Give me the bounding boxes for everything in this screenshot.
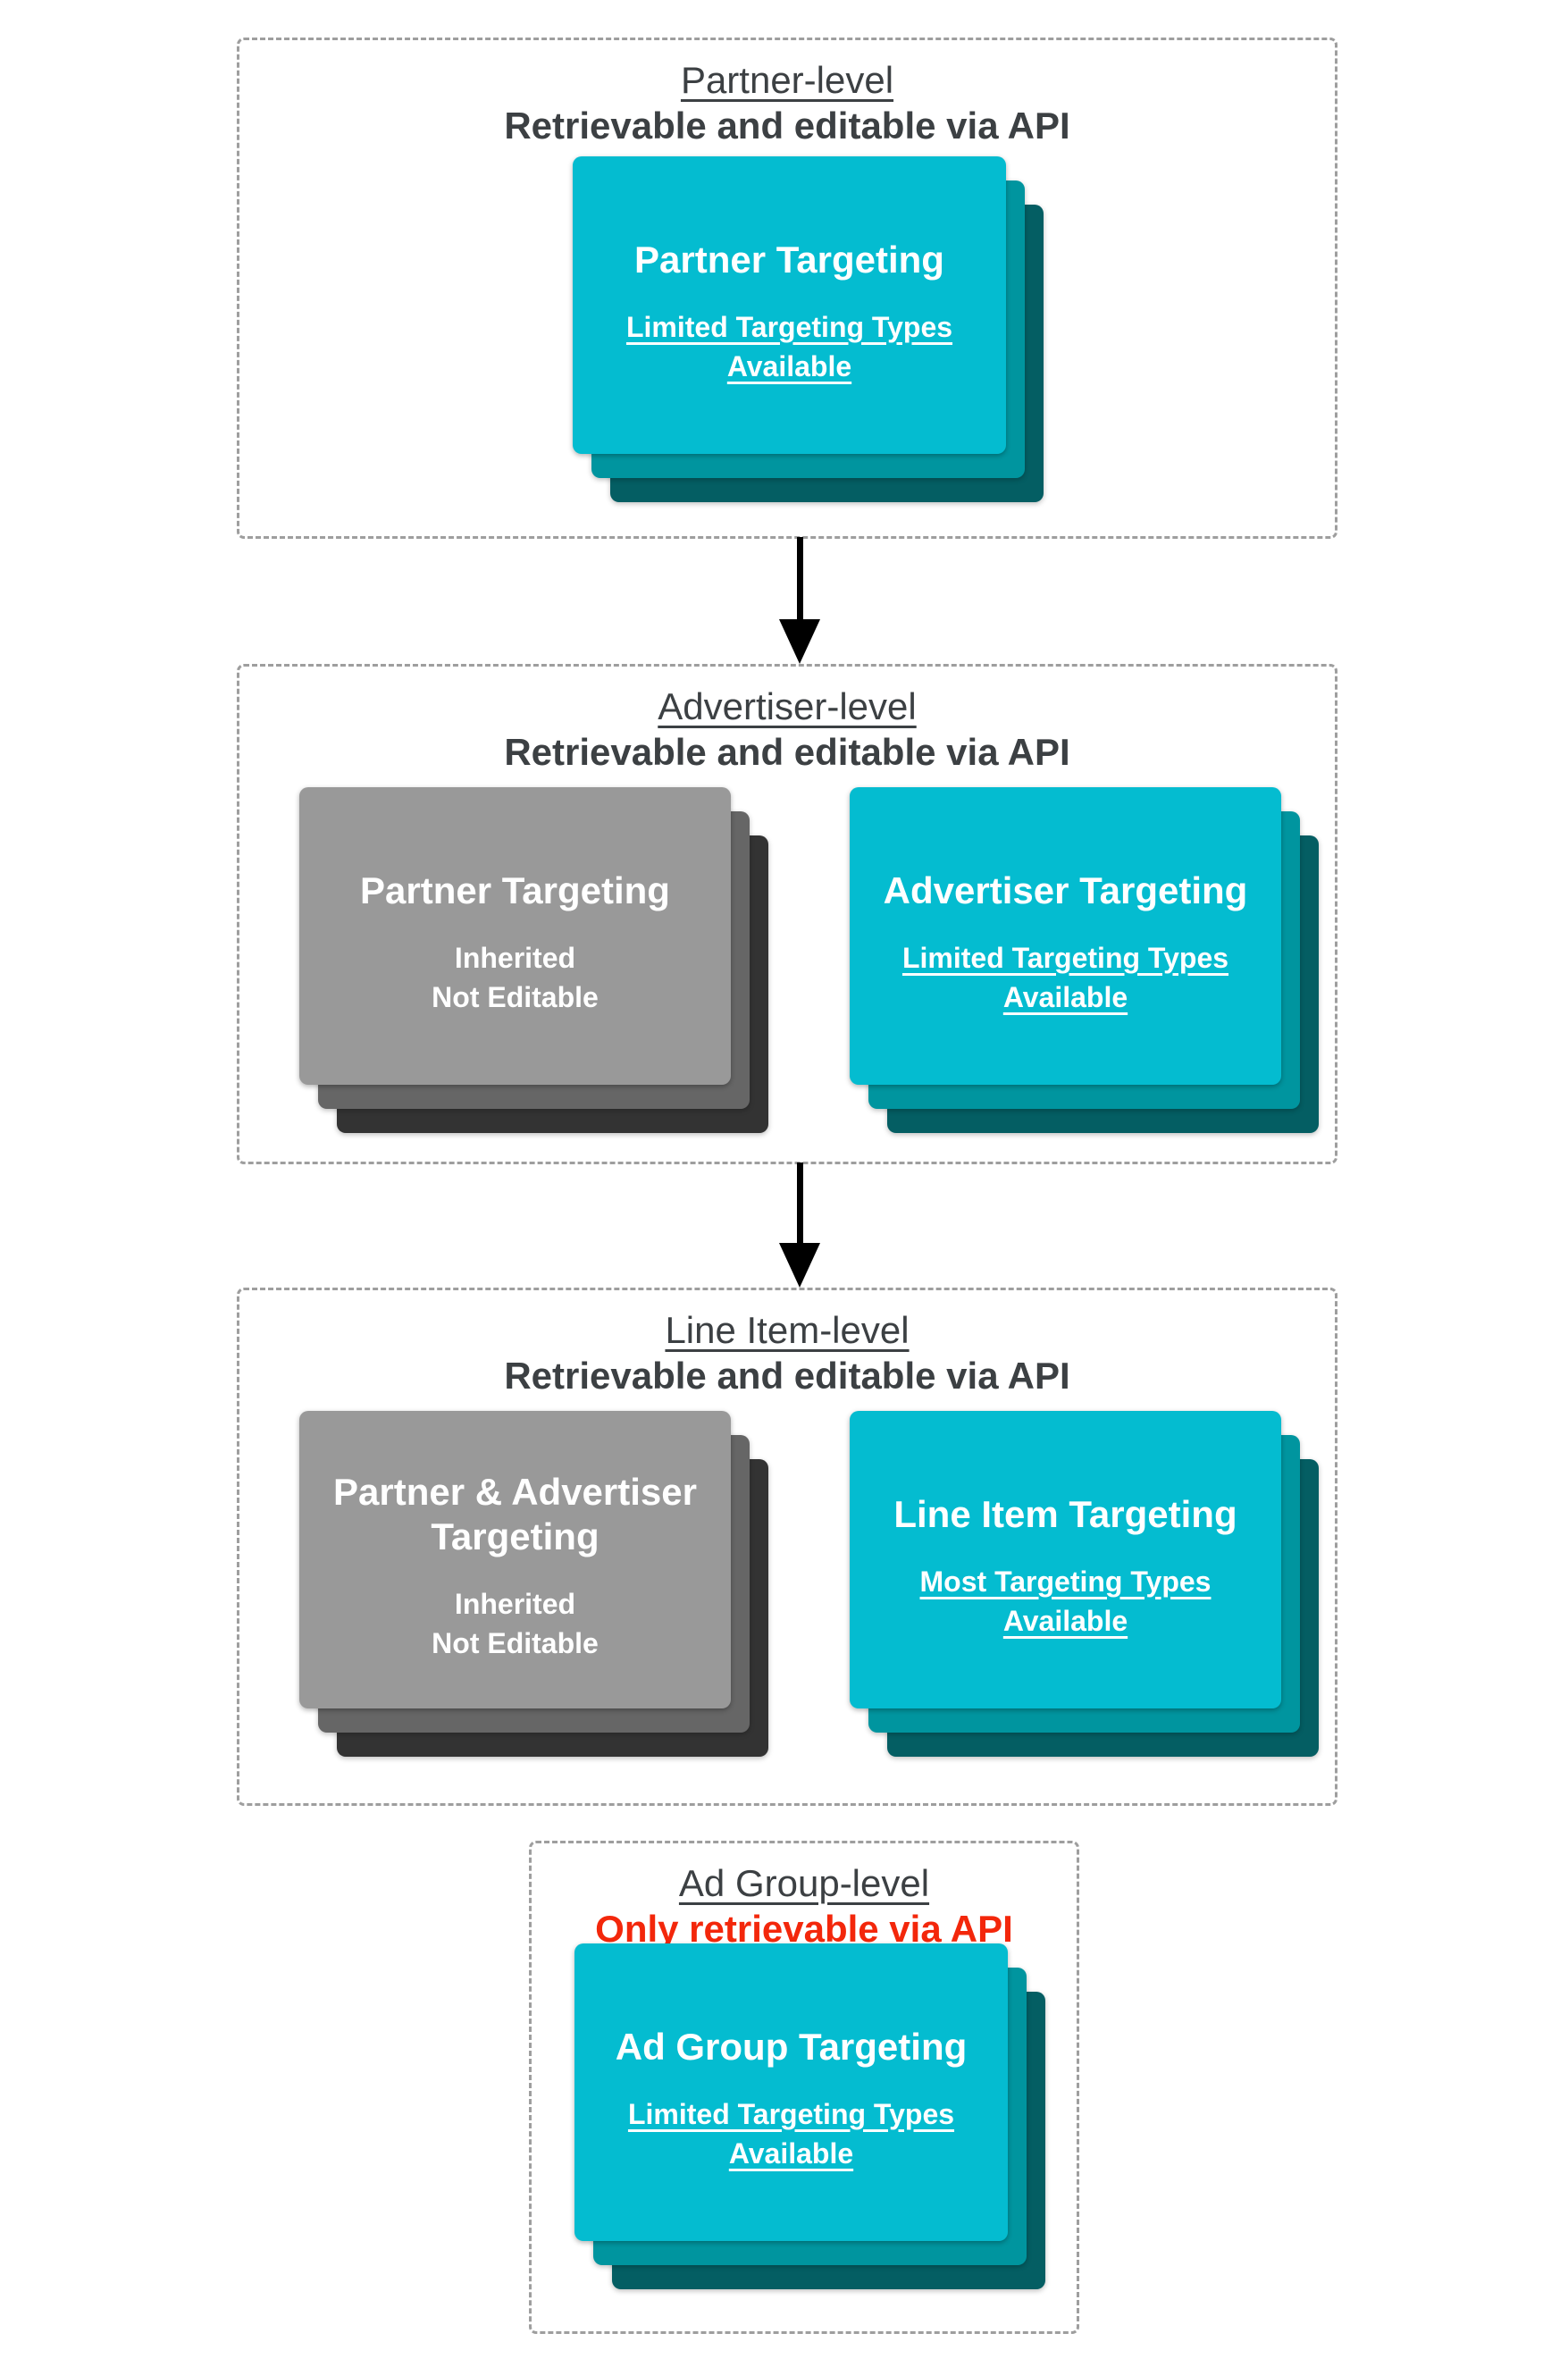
ad-group-targeting-stack: Ad Group Targeting Limited Targeting Typ… xyxy=(574,1943,1045,2289)
card-title: Partner Targeting xyxy=(360,869,670,911)
card-title: Partner Targeting xyxy=(634,238,944,281)
section-subtitle: Retrievable and editable via API xyxy=(504,1355,1070,1397)
card-subtitle: Inherited Not Editable xyxy=(432,1584,599,1663)
targeting-card: Partner Targeting Limited Targeting Type… xyxy=(573,156,1006,454)
section-title: Ad Group-level xyxy=(678,1862,930,1904)
targeting-card: Advertiser Targeting Limited Targeting T… xyxy=(850,787,1281,1085)
arrow-head-icon xyxy=(779,1243,820,1288)
section-subtitle: Retrievable and editable via API xyxy=(504,731,1070,773)
line-item-targeting-stack: Line Item Targeting Most Targeting Types… xyxy=(850,1411,1319,1757)
targeting-card: Partner & Advertiser Targeting Inherited… xyxy=(299,1411,731,1708)
section-line-item-level: Line Item-level Retrievable and editable… xyxy=(237,1288,1337,1806)
card-subtitle-line: Limited Targeting Types xyxy=(625,310,953,343)
card-subtitle-line: Not Editable xyxy=(432,1626,599,1659)
card-title: Ad Group Targeting xyxy=(615,2025,968,2068)
card-subtitle-line: Limited Targeting Types xyxy=(901,941,1229,974)
section-partner-level: Partner-level Retrievable and editable v… xyxy=(237,38,1337,539)
card-title: Line Item Targeting xyxy=(893,1492,1237,1535)
arrow-shaft xyxy=(796,537,803,619)
card-subtitle-line: Available xyxy=(1002,1604,1128,1637)
section-subtitle: Only retrievable via API xyxy=(595,1908,1013,1950)
down-arrow-connector xyxy=(779,1163,820,1288)
card-title: Advertiser Targeting xyxy=(883,869,1248,911)
card-subtitle: Most Targeting Types Available xyxy=(920,1562,1212,1641)
section-title: Line Item-level xyxy=(665,1309,910,1351)
card-subtitle: Limited Targeting Types Available xyxy=(626,307,952,386)
targeting-card: Ad Group Targeting Limited Targeting Typ… xyxy=(574,1943,1008,2241)
arrow-head-icon xyxy=(779,619,820,664)
partner-targeting-inherited-stack: Partner Targeting Inherited Not Editable xyxy=(299,787,768,1133)
card-subtitle-line: Available xyxy=(728,2136,854,2170)
card-subtitle-line: Most Targeting Types xyxy=(919,1565,1212,1598)
partner-advertiser-targeting-stack: Partner & Advertiser Targeting Inherited… xyxy=(299,1411,768,1757)
section-ad-group-level: Ad Group-level Only retrievable via API … xyxy=(529,1841,1079,2334)
section-advertiser-level: Advertiser-level Retrievable and editabl… xyxy=(237,664,1337,1164)
partner-targeting-stack: Partner Targeting Limited Targeting Type… xyxy=(573,156,1044,502)
section-title: Advertiser-level xyxy=(658,685,917,727)
card-subtitle: Limited Targeting Types Available xyxy=(628,2094,954,2173)
section-subtitle: Retrievable and editable via API xyxy=(504,105,1070,147)
card-subtitle: Inherited Not Editable xyxy=(432,938,599,1017)
card-subtitle-line: Available xyxy=(1002,980,1128,1013)
card-subtitle: Limited Targeting Types Available xyxy=(902,938,1228,1017)
card-subtitle-line: Inherited xyxy=(454,1587,576,1620)
arrow-shaft xyxy=(796,1163,803,1243)
down-arrow-connector xyxy=(779,537,820,664)
card-subtitle-line: Not Editable xyxy=(432,980,599,1013)
card-subtitle-line: Limited Targeting Types xyxy=(627,2097,955,2130)
card-subtitle-line: Available xyxy=(726,349,852,382)
card-title: Partner & Advertiser Targeting xyxy=(333,1470,697,1557)
targeting-card: Line Item Targeting Most Targeting Types… xyxy=(850,1411,1281,1708)
section-title: Partner-level xyxy=(680,59,894,101)
card-subtitle-line: Inherited xyxy=(454,941,576,974)
advertiser-targeting-stack: Advertiser Targeting Limited Targeting T… xyxy=(850,787,1319,1133)
targeting-card: Partner Targeting Inherited Not Editable xyxy=(299,787,731,1085)
